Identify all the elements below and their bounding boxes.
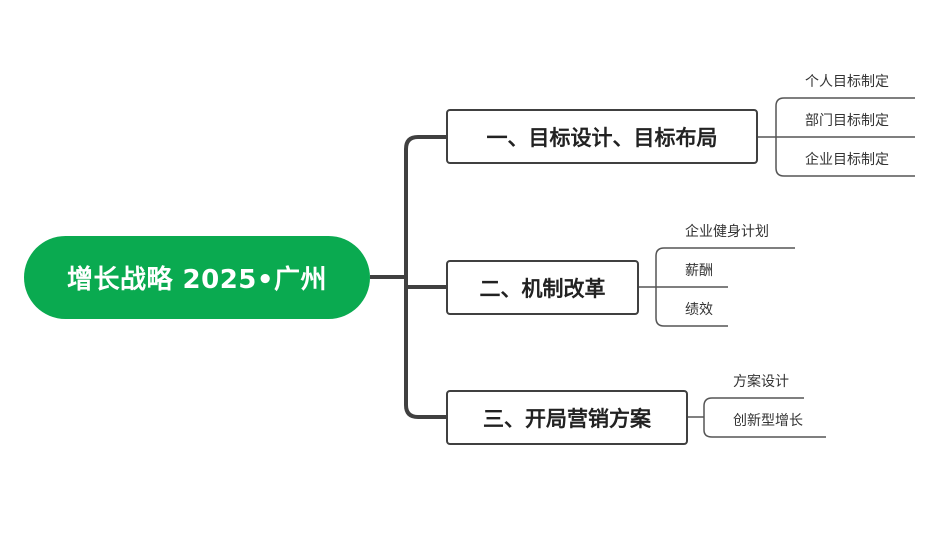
leaf-node[interactable]: 绩效: [685, 302, 713, 318]
leaf-node[interactable]: 企业健身计划: [685, 224, 769, 240]
leaf-node[interactable]: 薪酬: [685, 263, 713, 279]
leaf-node[interactable]: 个人目标制定: [805, 74, 889, 90]
leaf-node[interactable]: 部门目标制定: [805, 113, 889, 129]
branch-node-marketing-plan[interactable]: 三、开局营销方案: [446, 390, 688, 445]
leaf-node[interactable]: 企业目标制定: [805, 152, 889, 168]
branch-node-goal-design[interactable]: 一、目标设计、目标布局: [446, 109, 758, 164]
root-node[interactable]: 增长战略 2025•广州: [24, 236, 370, 319]
leaf-node[interactable]: 方案设计: [733, 374, 789, 390]
leaf-node[interactable]: 创新型增长: [733, 413, 803, 429]
branch-node-mechanism-reform[interactable]: 二、机制改革: [446, 260, 639, 315]
